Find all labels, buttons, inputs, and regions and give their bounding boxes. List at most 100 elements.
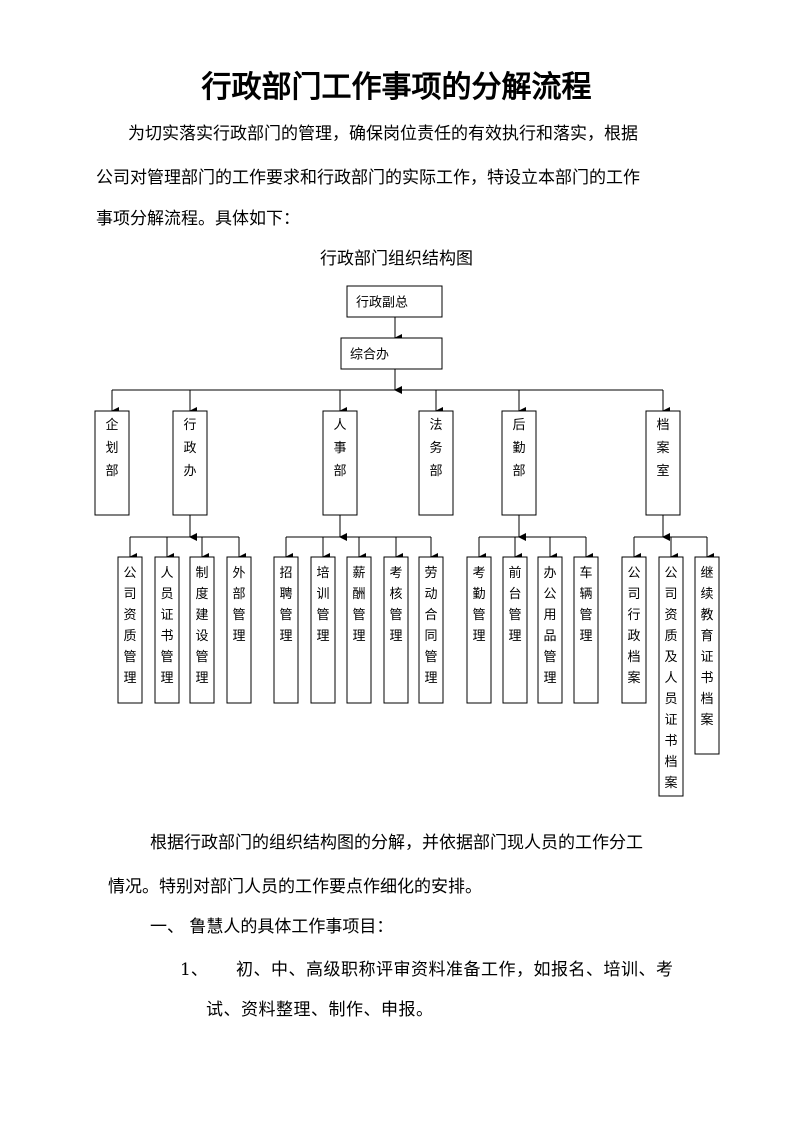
child-1-2-char: 建 bbox=[195, 608, 208, 623]
child-4-2-char: 用 bbox=[543, 608, 556, 623]
child-4-1-char: 前 bbox=[508, 565, 521, 581]
child-5-0-char: 政 bbox=[627, 629, 640, 644]
dept-5-char: 档 bbox=[656, 418, 669, 433]
child-5-2-char: 育 bbox=[700, 628, 713, 644]
dept-3-char: 部 bbox=[429, 464, 442, 479]
child-5-1-char: 案 bbox=[664, 776, 677, 791]
child-2-4-char: 管 bbox=[424, 650, 437, 665]
child-2-2-char: 管 bbox=[352, 608, 365, 623]
child-5-1-char: 员 bbox=[664, 692, 677, 707]
dept-0-char: 企 bbox=[105, 417, 118, 433]
child-1-0-char: 司 bbox=[123, 587, 136, 602]
child-4-3-char: 车 bbox=[579, 565, 592, 581]
dept-4-char: 后 bbox=[512, 418, 525, 433]
child-4-0-char: 管 bbox=[472, 608, 485, 623]
child-5-0-char: 公 bbox=[627, 566, 640, 581]
child-5-1-char: 人 bbox=[664, 671, 677, 686]
child-1-0-box bbox=[117, 556, 143, 704]
dept-2-char: 人 bbox=[333, 418, 346, 433]
dept-4-box bbox=[501, 410, 537, 516]
child-5-1-char: 质 bbox=[664, 629, 677, 644]
child-4-0-char: 勤 bbox=[472, 587, 485, 602]
dept-3-box bbox=[418, 410, 454, 516]
child-5-2-char: 证 bbox=[700, 650, 713, 665]
child-5-1-char: 档 bbox=[664, 755, 677, 770]
dept-5-char: 案 bbox=[656, 441, 669, 456]
child-2-3-box bbox=[383, 556, 409, 704]
child-5-0-char: 案 bbox=[627, 671, 640, 686]
child-5-2-char: 续 bbox=[700, 587, 713, 602]
child-5-2-char: 继 bbox=[700, 566, 713, 581]
child-1-0-char: 资 bbox=[123, 608, 136, 623]
child-4-1-char: 管 bbox=[508, 608, 521, 623]
child-2-4-char: 同 bbox=[424, 629, 437, 644]
child-5-1-char: 书 bbox=[664, 734, 677, 749]
child-5-0-box bbox=[621, 556, 647, 704]
document-title: 行政部门工作事项的分解流程 bbox=[201, 70, 592, 105]
child-1-2-char: 制 bbox=[195, 566, 208, 581]
dept-2-char: 部 bbox=[333, 464, 346, 479]
dept-4-char: 部 bbox=[512, 464, 525, 479]
child-4-0-char: 考 bbox=[472, 566, 485, 581]
child-2-1-char: 理 bbox=[316, 629, 329, 644]
dept-0-box bbox=[94, 410, 130, 516]
item-1-number: 1、 bbox=[180, 960, 208, 980]
dept-0-char: 部 bbox=[105, 464, 118, 479]
child-4-2-char: 管 bbox=[543, 650, 556, 665]
child-4-1-char: 台 bbox=[508, 587, 521, 602]
child-1-1-char: 书 bbox=[160, 629, 173, 644]
child-4-2-char: 办 bbox=[543, 566, 556, 581]
child-2-0-box bbox=[273, 556, 299, 704]
child-4-3-char: 管 bbox=[579, 608, 592, 623]
child-2-3-char: 理 bbox=[389, 629, 402, 644]
dept-1-char: 行 bbox=[183, 418, 196, 433]
dept-2-box bbox=[322, 410, 358, 516]
child-1-3-box bbox=[226, 556, 252, 704]
intro-line-2: 公司对管理部门的工作要求和行政部门的实际工作，特设立本部门的工作 bbox=[96, 168, 640, 188]
after-line-1: 根据行政部门的组织结构图的分解，并依据部门现人员的工作分工 bbox=[150, 833, 643, 853]
child-5-2-char: 书 bbox=[700, 671, 713, 686]
child-4-2-char: 品 bbox=[543, 629, 556, 644]
dept-3-char: 务 bbox=[429, 440, 442, 456]
child-2-2-box bbox=[346, 556, 372, 704]
child-4-0-char: 理 bbox=[472, 629, 485, 644]
child-1-2-box bbox=[189, 556, 215, 704]
child-2-3-char: 管 bbox=[389, 608, 402, 623]
child-4-3-box bbox=[573, 556, 599, 704]
child-5-2-char: 教 bbox=[700, 607, 713, 623]
dept-5-char: 室 bbox=[656, 463, 669, 479]
child-2-1-char: 管 bbox=[316, 608, 329, 623]
child-1-2-char: 设 bbox=[195, 629, 208, 644]
after-line-2: 情况。特别对部门人员的工作要点作细化的安排。 bbox=[108, 877, 482, 897]
child-1-1-char: 员 bbox=[160, 587, 173, 602]
dept-4-char: 勤 bbox=[512, 441, 525, 456]
intro-line-1: 为切实落实行政部门的管理，确保岗位责任的有效执行和落实，根据 bbox=[128, 124, 638, 144]
child-4-0-box bbox=[466, 556, 492, 704]
child-1-1-char: 管 bbox=[160, 650, 173, 665]
child-1-1-char: 人 bbox=[160, 566, 173, 581]
child-1-2-char: 管 bbox=[195, 650, 208, 665]
child-5-1-char: 司 bbox=[664, 587, 677, 602]
child-1-0-char: 理 bbox=[123, 671, 136, 686]
child-2-1-char: 培 bbox=[316, 565, 329, 581]
child-5-2-char: 案 bbox=[700, 713, 713, 728]
child-4-3-char: 辆 bbox=[579, 587, 592, 602]
child-5-0-char: 司 bbox=[627, 587, 640, 602]
child-2-2-char: 理 bbox=[352, 629, 365, 644]
child-5-2-char: 档 bbox=[700, 692, 713, 707]
item-1-line-1: 初、中、高级职称评审资料准备工作，如报名、培训、考 bbox=[236, 960, 674, 980]
child-5-0-char: 行 bbox=[627, 608, 640, 623]
dept-0-char: 划 bbox=[105, 441, 118, 456]
dept-5-box bbox=[645, 410, 681, 516]
child-4-2-char: 理 bbox=[543, 671, 556, 686]
child-1-3-char: 管 bbox=[232, 608, 245, 623]
child-1-3-char: 理 bbox=[232, 629, 245, 644]
org-second-label: 综合办 bbox=[350, 348, 389, 363]
child-1-3-char: 部 bbox=[232, 587, 245, 602]
child-2-0-char: 理 bbox=[279, 629, 292, 644]
child-1-3-char: 外 bbox=[232, 566, 245, 581]
dept-1-box bbox=[172, 410, 208, 516]
child-5-1-char: 公 bbox=[664, 566, 677, 581]
dept-1-char: 办 bbox=[183, 464, 196, 479]
child-1-2-char: 度 bbox=[195, 586, 208, 602]
